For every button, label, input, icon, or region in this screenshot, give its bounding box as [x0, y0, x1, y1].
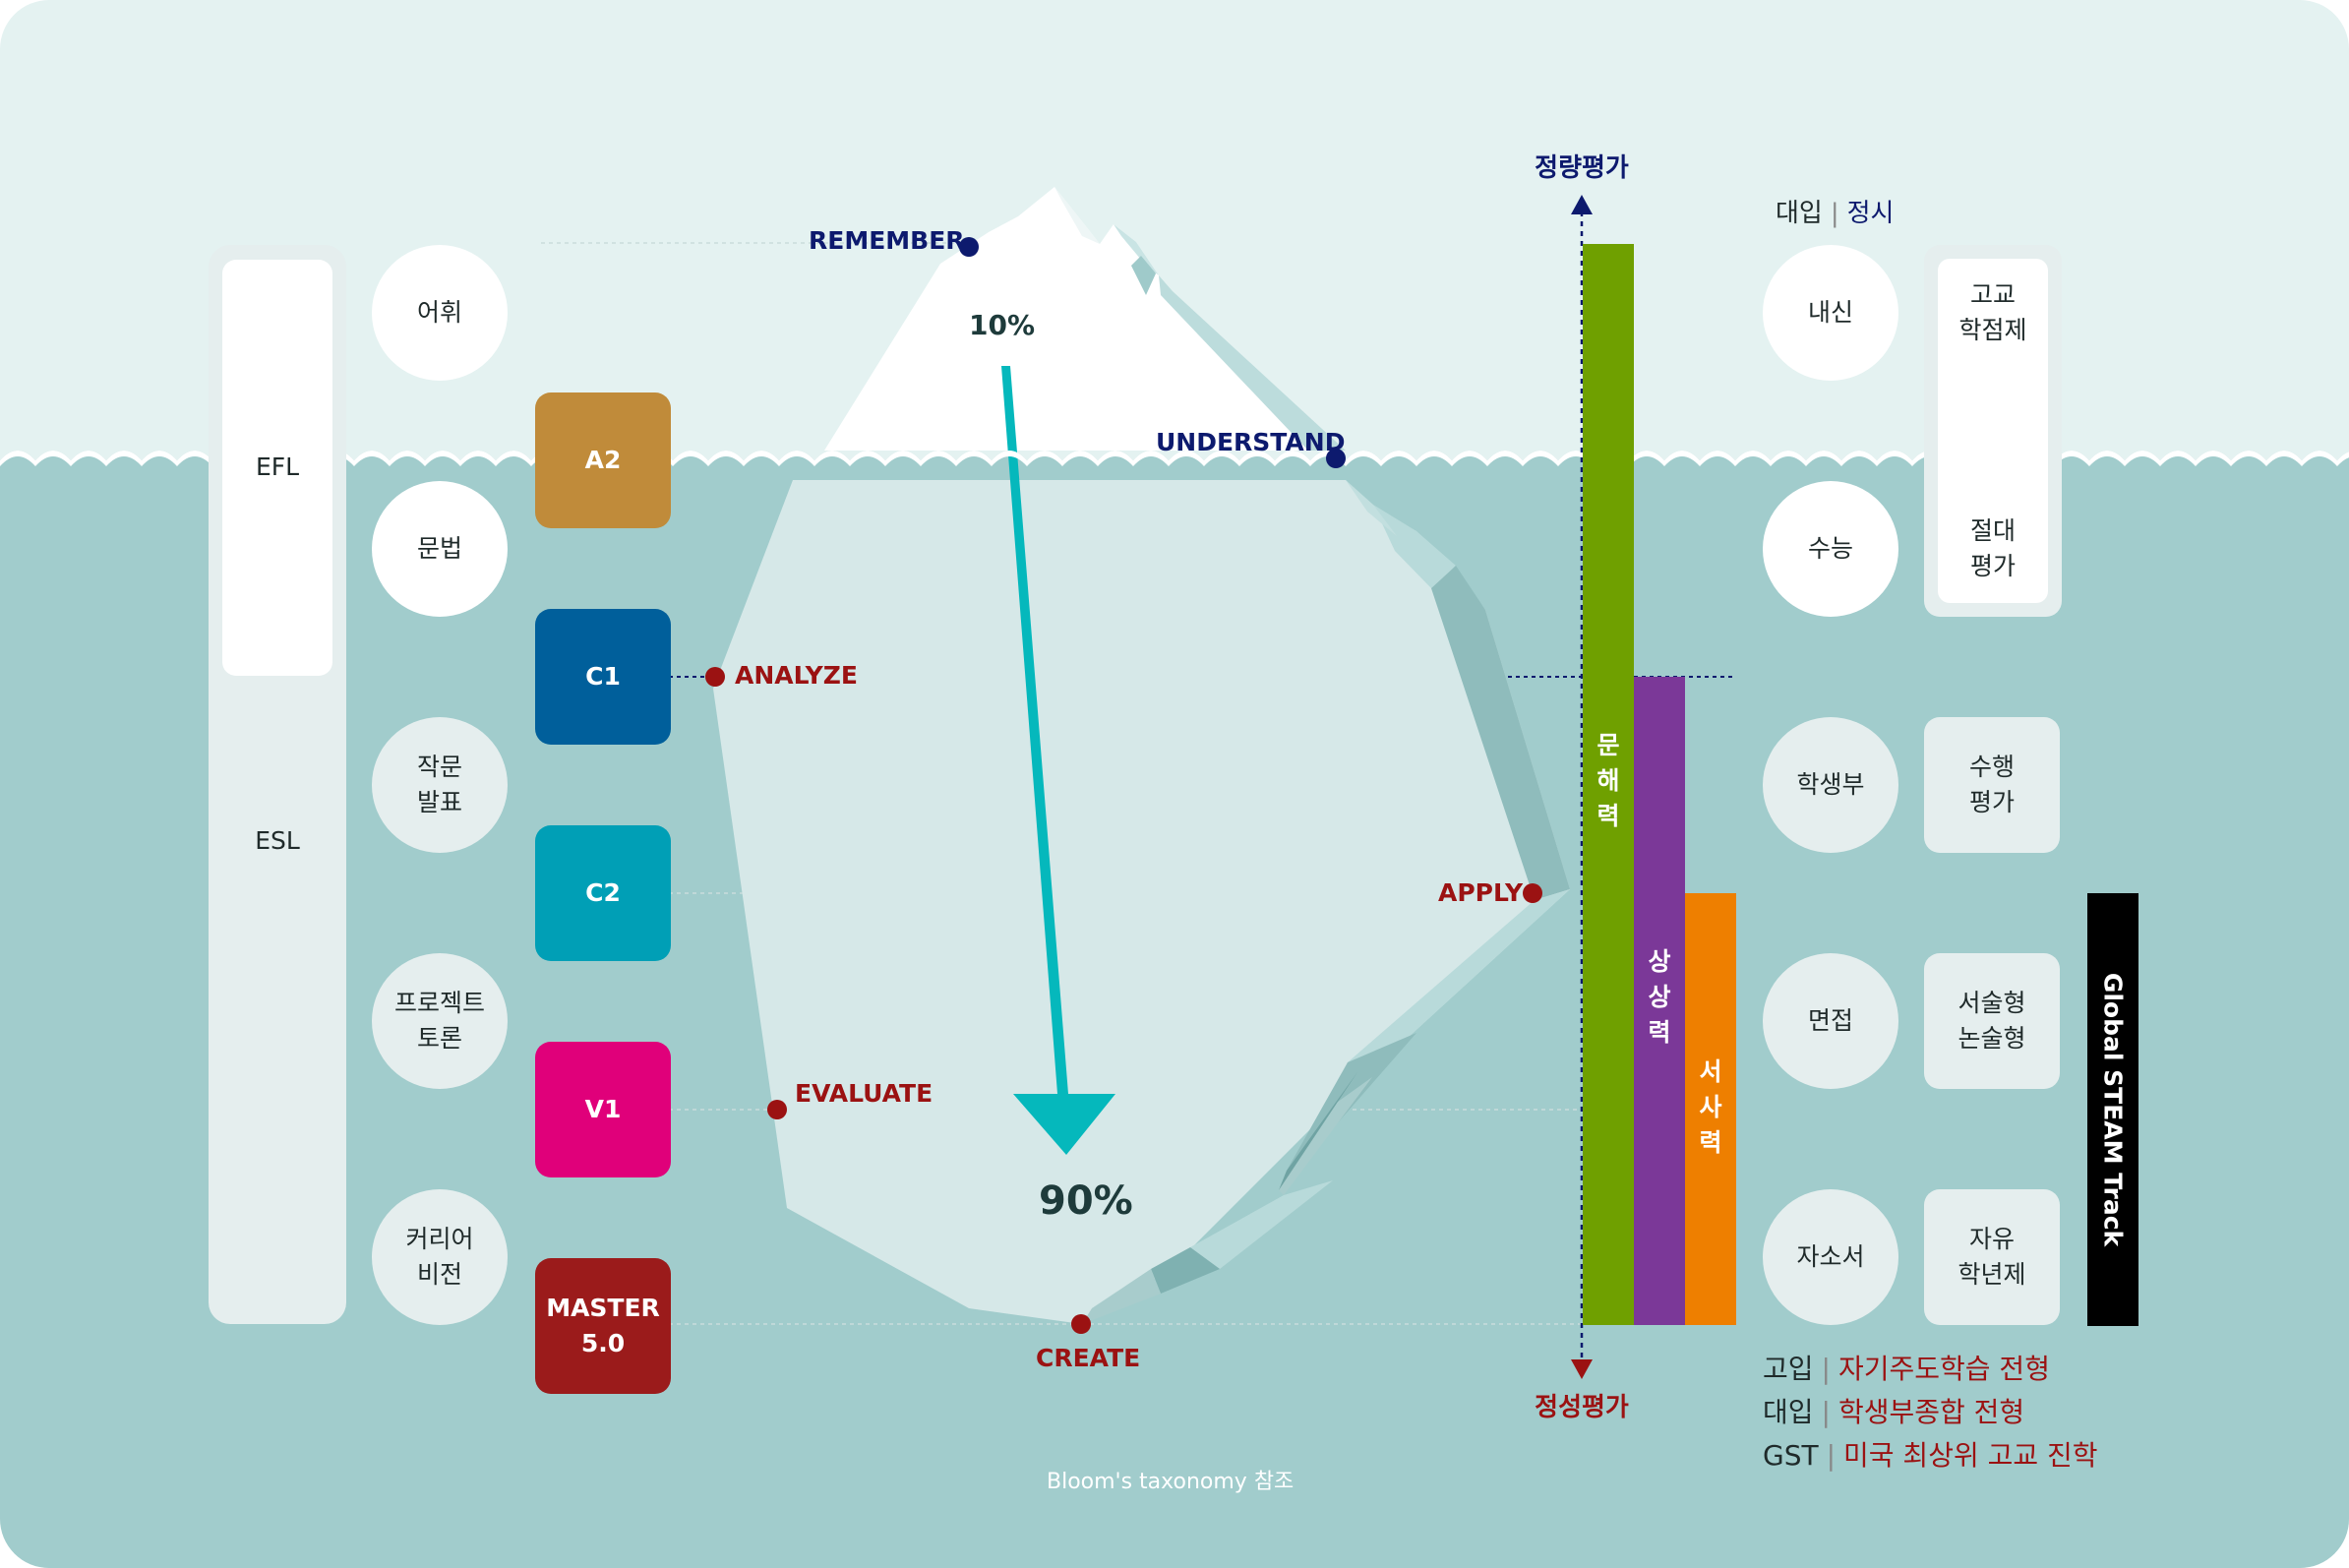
- label-analyze: ANALYZE: [735, 661, 858, 690]
- right-column-header: 대입|정시: [1776, 193, 1894, 229]
- legend-college: 대입|학생부종합 전형: [1763, 1391, 2024, 1430]
- free-semester-box: 자유 학년제: [1924, 1189, 2060, 1325]
- legend-separator: |: [1821, 1353, 1831, 1385]
- legend-value: 자기주도학습 전형: [1837, 1353, 2050, 1385]
- qualitative-assessment-label: 정성평가: [1535, 1393, 1629, 1422]
- admission-interview: 면접: [1763, 953, 1898, 1089]
- essay-assessment-box: 서술형 논술형: [1924, 953, 2060, 1089]
- quantitative-assessment-label: 정량평가: [1535, 153, 1629, 183]
- esl-label: ESL: [255, 826, 300, 855]
- skill-writing-presentation: 작문 발표: [372, 717, 508, 853]
- percent-above-water: 10%: [969, 309, 1036, 341]
- level-v1: V1: [535, 1042, 671, 1177]
- performance-assessment-box: 수행 평가: [1924, 717, 2060, 853]
- efl-pillar: [222, 260, 332, 676]
- skill-vocabulary: 어휘: [372, 245, 508, 381]
- descending-arrow: [1001, 366, 1115, 1155]
- taxonomy-dots: [705, 237, 1542, 1334]
- legend-high-school: 고입|자기주도학습 전형: [1763, 1348, 2050, 1387]
- bar-label-char: 상: [1648, 983, 1671, 1011]
- skill-grammar: 문법: [372, 481, 508, 617]
- skill-career-vision: 커리어 비전: [372, 1189, 508, 1325]
- bar-label-char: 력: [1699, 1128, 1722, 1157]
- literacy-bar: [1583, 244, 1634, 1325]
- level-a2: A2: [535, 392, 671, 528]
- bar-label-char: 사: [1699, 1093, 1722, 1121]
- legend-value: 미국 최상위 고교 진학: [1843, 1439, 2098, 1472]
- imagination-bar: [1634, 677, 1685, 1325]
- level-master: MASTER 5.0: [535, 1258, 671, 1394]
- level-c2: C2: [535, 825, 671, 961]
- header-college-entry: 대입: [1776, 199, 1823, 228]
- legend-key: 대입: [1763, 1396, 1814, 1428]
- bar-label-char: 문: [1596, 731, 1620, 759]
- policy-panel: [1938, 259, 2048, 603]
- admission-self-intro: 자소서: [1763, 1189, 1898, 1325]
- admission-csat: 수능: [1763, 481, 1898, 617]
- assessment-axis: [1571, 195, 1593, 1379]
- efl-label: EFL: [255, 452, 300, 481]
- admission-student-record: 학생부: [1763, 717, 1898, 853]
- percent-below-water: 90%: [1039, 1178, 1133, 1224]
- label-understand: UNDERSTAND: [1156, 428, 1346, 456]
- legend-separator: |: [1826, 1439, 1837, 1472]
- bar-label-char: 해: [1596, 766, 1620, 795]
- label-remember: REMEMBER: [809, 226, 965, 255]
- gst-label: Global STEAM Track: [2098, 972, 2128, 1247]
- legend-gst: GST|미국 최상위 고교 진학: [1763, 1434, 2098, 1474]
- label-evaluate: EVALUATE: [795, 1079, 934, 1108]
- bar-label-char: 상: [1648, 947, 1671, 976]
- label-create: CREATE: [1036, 1344, 1141, 1372]
- bar-label-char: 력: [1596, 802, 1620, 830]
- legend-separator: |: [1821, 1396, 1831, 1428]
- narrative-bar: [1685, 893, 1736, 1325]
- label-apply: APPLY: [1438, 878, 1524, 907]
- bar-label-char: 서: [1699, 1057, 1722, 1086]
- bloom-footnote: Bloom's taxonomy 참조: [1047, 1470, 1295, 1494]
- admission-school-record: 내신: [1763, 245, 1898, 381]
- legend-key: GST: [1763, 1439, 1819, 1472]
- legend-key: 고입: [1763, 1353, 1814, 1385]
- header-separator: |: [1830, 199, 1839, 228]
- credit-system-label: 고교 학점제: [1958, 280, 2027, 344]
- absolute-grading-label: 절대 평가: [1969, 516, 2016, 580]
- header-regular-admission: 정시: [1846, 199, 1895, 228]
- bar-label-char: 력: [1648, 1018, 1671, 1047]
- level-c1: C1: [535, 609, 671, 745]
- iceberg: [713, 187, 1570, 1324]
- skill-project-debate: 프로젝트 토론: [372, 953, 508, 1089]
- gst-bar: [2087, 893, 2138, 1326]
- legend-value: 학생부종합 전형: [1837, 1396, 2025, 1428]
